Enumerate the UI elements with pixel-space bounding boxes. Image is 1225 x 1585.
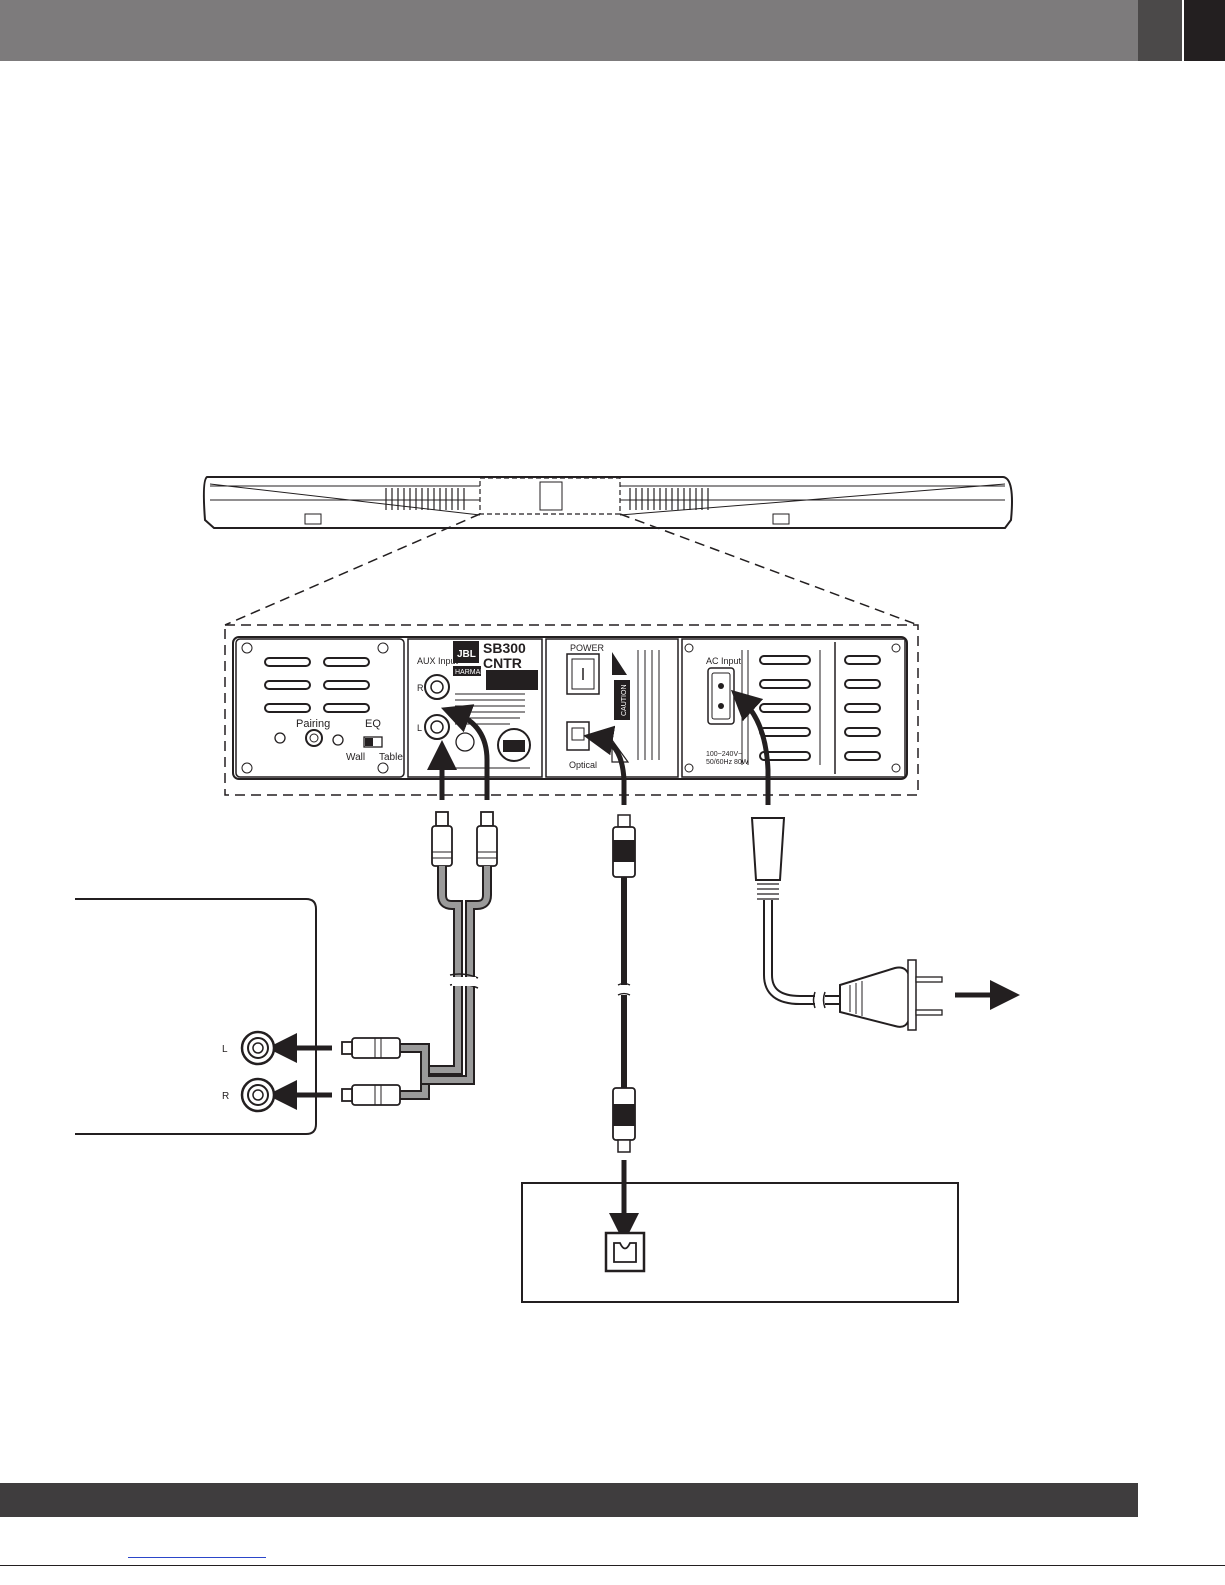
aux-l-jack <box>425 715 449 739</box>
eq-label: EQ <box>365 718 381 730</box>
power-cable <box>752 818 1005 1030</box>
caution-label: CAUTION <box>621 685 628 717</box>
rca-cable <box>282 812 497 1105</box>
model-line2: CNTR <box>483 655 522 671</box>
optical-output-port <box>606 1233 644 1271</box>
optical-cable <box>613 815 635 1228</box>
ac-rating-1: 100~240V~ <box>706 751 742 758</box>
svg-text:HARMAN: HARMAN <box>455 669 485 676</box>
tv-jack-l-label: L <box>222 1044 228 1055</box>
footer-rule <box>0 1565 1225 1566</box>
table-label: Table <box>379 752 403 763</box>
digital-source-device <box>522 1183 958 1302</box>
aux-r-label: R <box>417 683 424 693</box>
aux-input-label: AUX Input <box>417 656 459 666</box>
analog-source-device: L R <box>75 899 316 1134</box>
optical-port <box>567 722 589 750</box>
rear-panel-detail: Pairing EQ Wall Table AUX Input R L JBL … <box>233 637 907 779</box>
wall-label: Wall <box>346 752 365 763</box>
power-label: POWER <box>570 643 605 653</box>
aux-l-label: L <box>417 723 422 733</box>
soundbar-overview <box>204 477 1012 528</box>
footer-link-underline[interactable] <box>128 1557 266 1558</box>
ac-input-label: AC Input <box>706 656 742 666</box>
footer-bar <box>0 1483 1138 1517</box>
optical-label: Optical <box>569 760 597 770</box>
aux-r-jack <box>425 675 449 699</box>
tv-jack-r-label: R <box>222 1091 229 1102</box>
tv-jack-l <box>242 1032 274 1064</box>
model-line1: SB300 <box>483 640 526 656</box>
tv-jack-r <box>242 1079 274 1111</box>
svg-text:JBL: JBL <box>457 649 476 660</box>
pairing-label: Pairing <box>296 718 330 730</box>
